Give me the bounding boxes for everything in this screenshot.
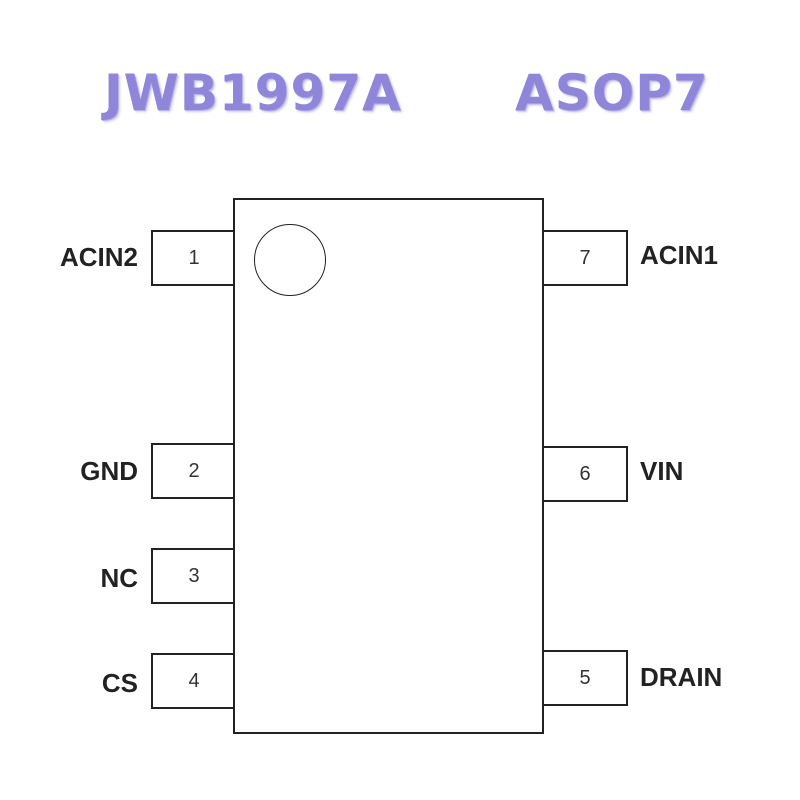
pin-2-label: GND: [80, 456, 138, 486]
pin-6-box: 6: [544, 446, 628, 502]
pin-5-label: DRAIN: [640, 662, 723, 692]
package-title: ASOP7: [515, 64, 709, 122]
pin-7-label: ACIN1: [640, 240, 719, 270]
pin-7-box: 7: [544, 230, 628, 286]
pin-3-label: NC: [100, 563, 138, 593]
pin-1-label: ACIN2: [59, 242, 138, 272]
pin-1-box: 1: [151, 230, 235, 286]
pin-4-box: 4: [151, 653, 235, 709]
pin-6-label: VIN: [640, 456, 684, 486]
pin-3-box: 3: [151, 548, 235, 604]
pin-4-label: CS: [101, 668, 138, 698]
pin1-indicator-dot: [254, 224, 326, 296]
pin-5-box: 5: [544, 650, 628, 706]
pin-2-box: 2: [151, 443, 235, 499]
chip-body: [233, 198, 544, 734]
part-number-title: JWB1997A: [104, 64, 402, 122]
